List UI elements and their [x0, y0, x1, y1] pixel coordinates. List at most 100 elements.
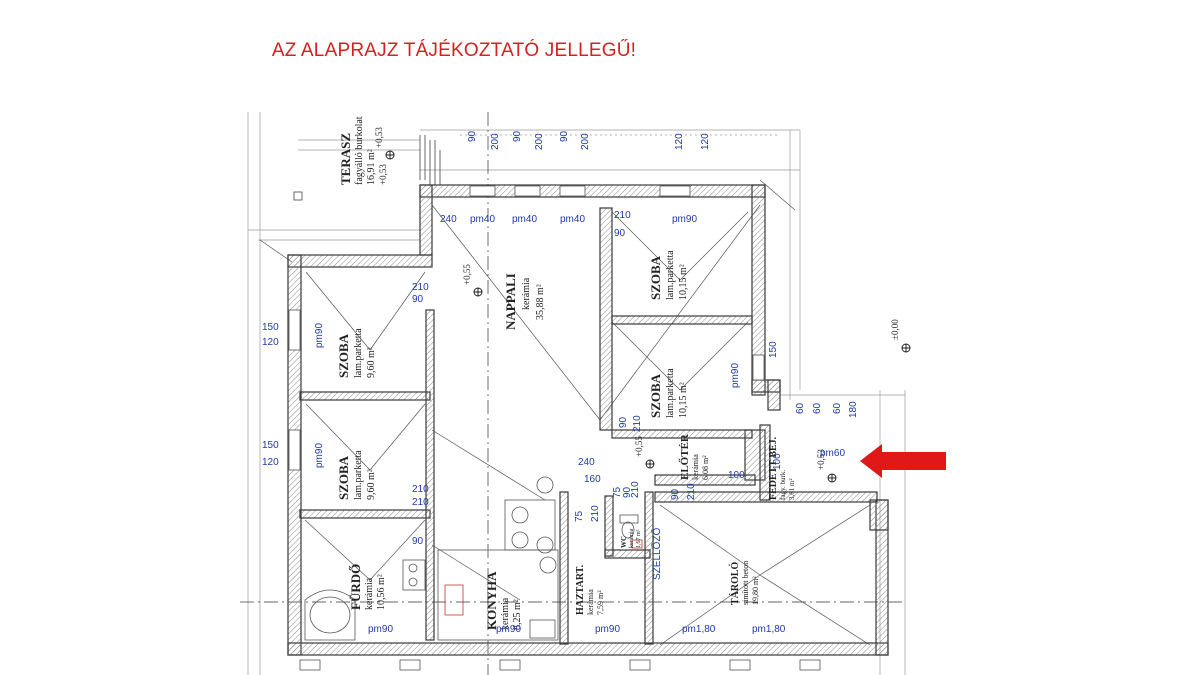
level-terasz: +0,53 — [374, 127, 384, 148]
room-area-terasz: 16,91 m² — [366, 149, 377, 185]
room-area-furdo: 10,56 m² — [376, 574, 387, 610]
room-material-konyha: kerámia — [500, 597, 511, 630]
room-name-fedett-bej: FEDETT BEJ. — [768, 436, 779, 500]
dim-top-3: 200 — [534, 133, 545, 150]
door-label-12: 210 — [630, 481, 641, 498]
dim-top-2: 90 — [512, 130, 523, 142]
dim-left-b-0: 150 — [262, 440, 279, 451]
window-label-6: pm90 — [730, 363, 741, 388]
dim-top-0: 90 — [467, 130, 478, 142]
room-material-szoba-left2: lam.parketta — [353, 450, 364, 500]
door-label-20: 100 — [772, 453, 783, 470]
window-label-7: pm60 — [820, 448, 845, 459]
window-label-9: pm90 — [496, 624, 521, 635]
dim-left-a-1: 120 — [262, 337, 279, 348]
room-area-szoba-mid: 10,15 m² — [678, 382, 689, 418]
window-label-10: pm90 — [595, 624, 620, 635]
window-label-1: pm40 — [512, 214, 537, 225]
windows — [288, 185, 821, 671]
kitchen-fixtures — [437, 476, 559, 641]
room-level-terasz: +0,53 — [378, 164, 388, 185]
dim-right-0: 60 — [795, 402, 806, 414]
window-label-3: pm90 — [672, 214, 697, 225]
room-name-terasz: TERASZ — [338, 133, 353, 185]
door-label-13: 90 — [670, 488, 681, 500]
level-marker-entrance: +0,53 — [816, 449, 837, 483]
plan-disclaimer-title: AZ ALAPRAJZ TÁJÉKOZTATÓ JELLEGŰ! — [271, 40, 637, 61]
dim-left-b-1: 120 — [262, 457, 279, 468]
room-material-tarolo: simított beton — [741, 561, 750, 605]
window-label-2: pm40 — [560, 214, 585, 225]
door-labels: 240 210 90 210 90 210 90 210 90 240 160 … — [412, 210, 783, 547]
room-area-szoba-left2: 9,60 m² — [366, 469, 377, 500]
door-label-18: 90 — [622, 486, 633, 498]
door-label-8: 90 — [618, 416, 629, 428]
room-area-eloter: 6,08 m² — [701, 455, 710, 480]
right-dimensions: 60 60 60 180 — [795, 401, 859, 418]
level-marker-terasz: +0,53 — [374, 127, 395, 160]
level-outside: ±0,00 — [890, 319, 900, 340]
walls — [287, 184, 889, 656]
entrance-arrow — [860, 444, 946, 478]
window-label-11: pm1,80 — [682, 624, 716, 635]
door-label-15: 100 — [728, 470, 745, 481]
dim-right-2: 60 — [832, 402, 843, 414]
room-name-konyha: KONYHA — [484, 571, 499, 630]
window-label-4: pm90 — [314, 323, 325, 348]
room-area-haztart: 7,59 m² — [596, 590, 605, 615]
dim-top-6: 120 — [674, 133, 685, 150]
level-eloter: +0,55 — [634, 436, 644, 457]
door-label-5: 210 — [614, 210, 631, 221]
room-material-furdo: kerámia — [364, 577, 375, 610]
level-entrance: +0,53 — [816, 449, 826, 470]
door-label-0: 240 — [440, 214, 457, 225]
room-area-konyha: 8,25 m² — [512, 599, 523, 630]
dim-right-1: 60 — [812, 402, 823, 414]
dim-top-7: 120 — [700, 133, 711, 150]
dim-top-4: 90 — [559, 130, 570, 142]
window-label-12: pm1,80 — [752, 624, 786, 635]
room-name-szoba-left1: SZOBA — [336, 333, 351, 378]
room-material-haztart: kerámia — [586, 589, 595, 615]
room-area-nappali: 35,88 m² — [535, 284, 546, 320]
room-material-szoba-mid: lam.parketta — [665, 368, 676, 418]
room-area-szoba-top: 10,15 m² — [678, 264, 689, 300]
bathroom-fixtures — [304, 559, 426, 641]
level-marker-outside: ±0,00 — [890, 319, 911, 353]
room-area-fedett-bej: 3,61 m² — [788, 478, 796, 500]
room-material-fedett-bej: fagy. burk. — [779, 470, 787, 500]
door-label-10: 160 — [584, 474, 601, 485]
wc-fixtures — [619, 514, 643, 549]
room-name-tarolo: TÁROLÓ — [729, 561, 741, 605]
door-label-3: 210 — [412, 484, 429, 495]
room-name-eloter: ELŐTÉR — [679, 433, 691, 480]
room-area-wc: 1,67 m² — [636, 529, 642, 548]
ventilation-label: SZELLŐZŐ — [649, 528, 663, 580]
room-material-szoba-top: lam.parketta — [665, 250, 676, 300]
level-nappali: +0,55 — [462, 264, 472, 285]
room-name-szoba-top: SZOBA — [648, 255, 663, 300]
room-name-furdo: FÜRDŐ — [348, 564, 363, 610]
room-name-nappali: NAPPALI — [503, 273, 518, 330]
window-labels: pm40 pm40 pm40 pm90 pm90 pm90 pm90 pm60 … — [314, 214, 845, 635]
dim-top-5: 200 — [580, 133, 591, 150]
window-label-0: pm40 — [470, 214, 495, 225]
room-area-szoba-left1: 9,60 m² — [366, 347, 377, 378]
door-label-14: 210 — [632, 415, 643, 432]
left-dimensions: 150 120 150 120 150 — [262, 322, 779, 468]
window-label-8: pm90 — [368, 624, 393, 635]
room-labels: TERASZ fagyálló burkolat 16,91 m² +0,53 … — [336, 116, 796, 630]
door-label-6: 90 — [614, 228, 626, 239]
door-label-11: 75 — [612, 486, 623, 498]
dimensions: 90 200 90 200 90 200 120 120 60 60 60 18… — [262, 130, 859, 635]
level-markers: +0,53 +0,55 +0,55 ±0,00 +0,53 — [374, 127, 911, 483]
room-name-wc: WC — [620, 536, 628, 548]
dim-right-3: 180 — [848, 401, 859, 418]
room-material-wc: kerámia — [629, 528, 635, 548]
level-marker-eloter: +0,55 — [634, 436, 655, 469]
room-material-nappali: kerámia — [521, 277, 532, 310]
level-marker-nappali: +0,55 — [462, 264, 483, 297]
dim-top-1: 200 — [490, 133, 501, 150]
door-label-7: 210 — [412, 497, 429, 508]
